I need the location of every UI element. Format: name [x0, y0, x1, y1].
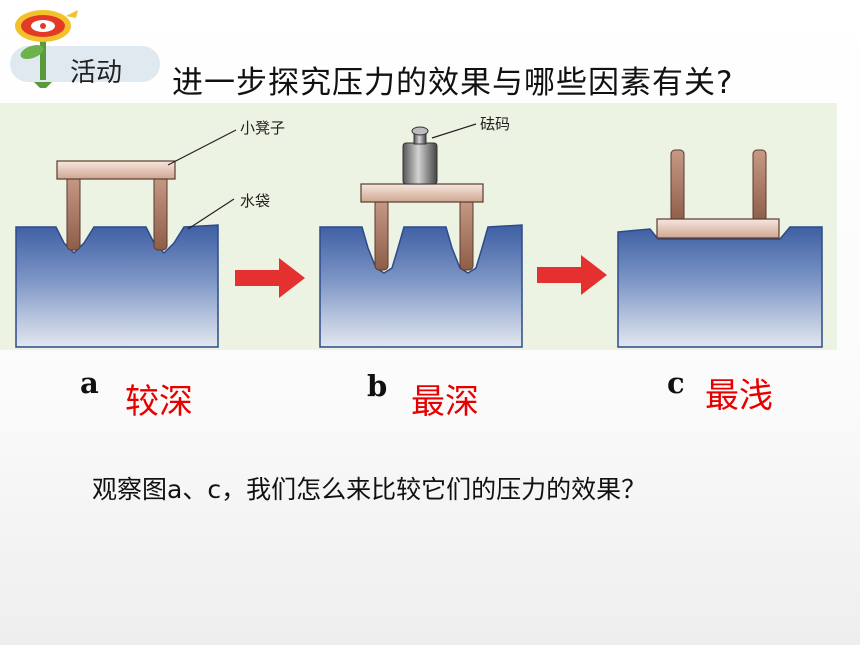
- activity-badge: 活动: [6, 8, 166, 90]
- panel-a-letter: a: [80, 366, 99, 400]
- panel-c-letter: c: [667, 366, 685, 400]
- arrow-a-to-b: [235, 258, 305, 298]
- stool-c: [656, 149, 780, 239]
- weight-callout-line: [431, 123, 477, 139]
- panel-b-depth-label: 最深: [411, 382, 479, 422]
- flower-icon: [10, 10, 160, 88]
- stool-callout: 小凳子: [240, 119, 285, 137]
- panel-a-depth-label: 较深: [125, 382, 193, 422]
- weight-icon: [402, 126, 438, 185]
- water-bag-callout: 水袋: [240, 192, 270, 210]
- panel-c-depth-label: 最浅: [705, 376, 773, 416]
- pressure-experiment-diagram: 小凳子 水袋 砝码: [15, 115, 823, 348]
- badge-label: 活动: [70, 58, 123, 88]
- water-bag-a: [15, 224, 219, 348]
- arrow-b-to-c: [537, 255, 607, 295]
- stool-b: [360, 183, 484, 271]
- water-bag-b: [319, 224, 523, 348]
- page-title: 进一步探究压力的效果与哪些因素有关?: [172, 65, 734, 101]
- stool-callout-line: [167, 129, 237, 166]
- water-bag-callout-line: [187, 198, 235, 230]
- water-bag-c: [617, 226, 823, 348]
- stool-a: [56, 160, 176, 251]
- panel-b-letter: b: [367, 369, 388, 403]
- weight-callout: 砝码: [480, 115, 510, 133]
- question-text: 观察图a、c，我们怎么来比较它们的压力的效果？: [92, 475, 647, 504]
